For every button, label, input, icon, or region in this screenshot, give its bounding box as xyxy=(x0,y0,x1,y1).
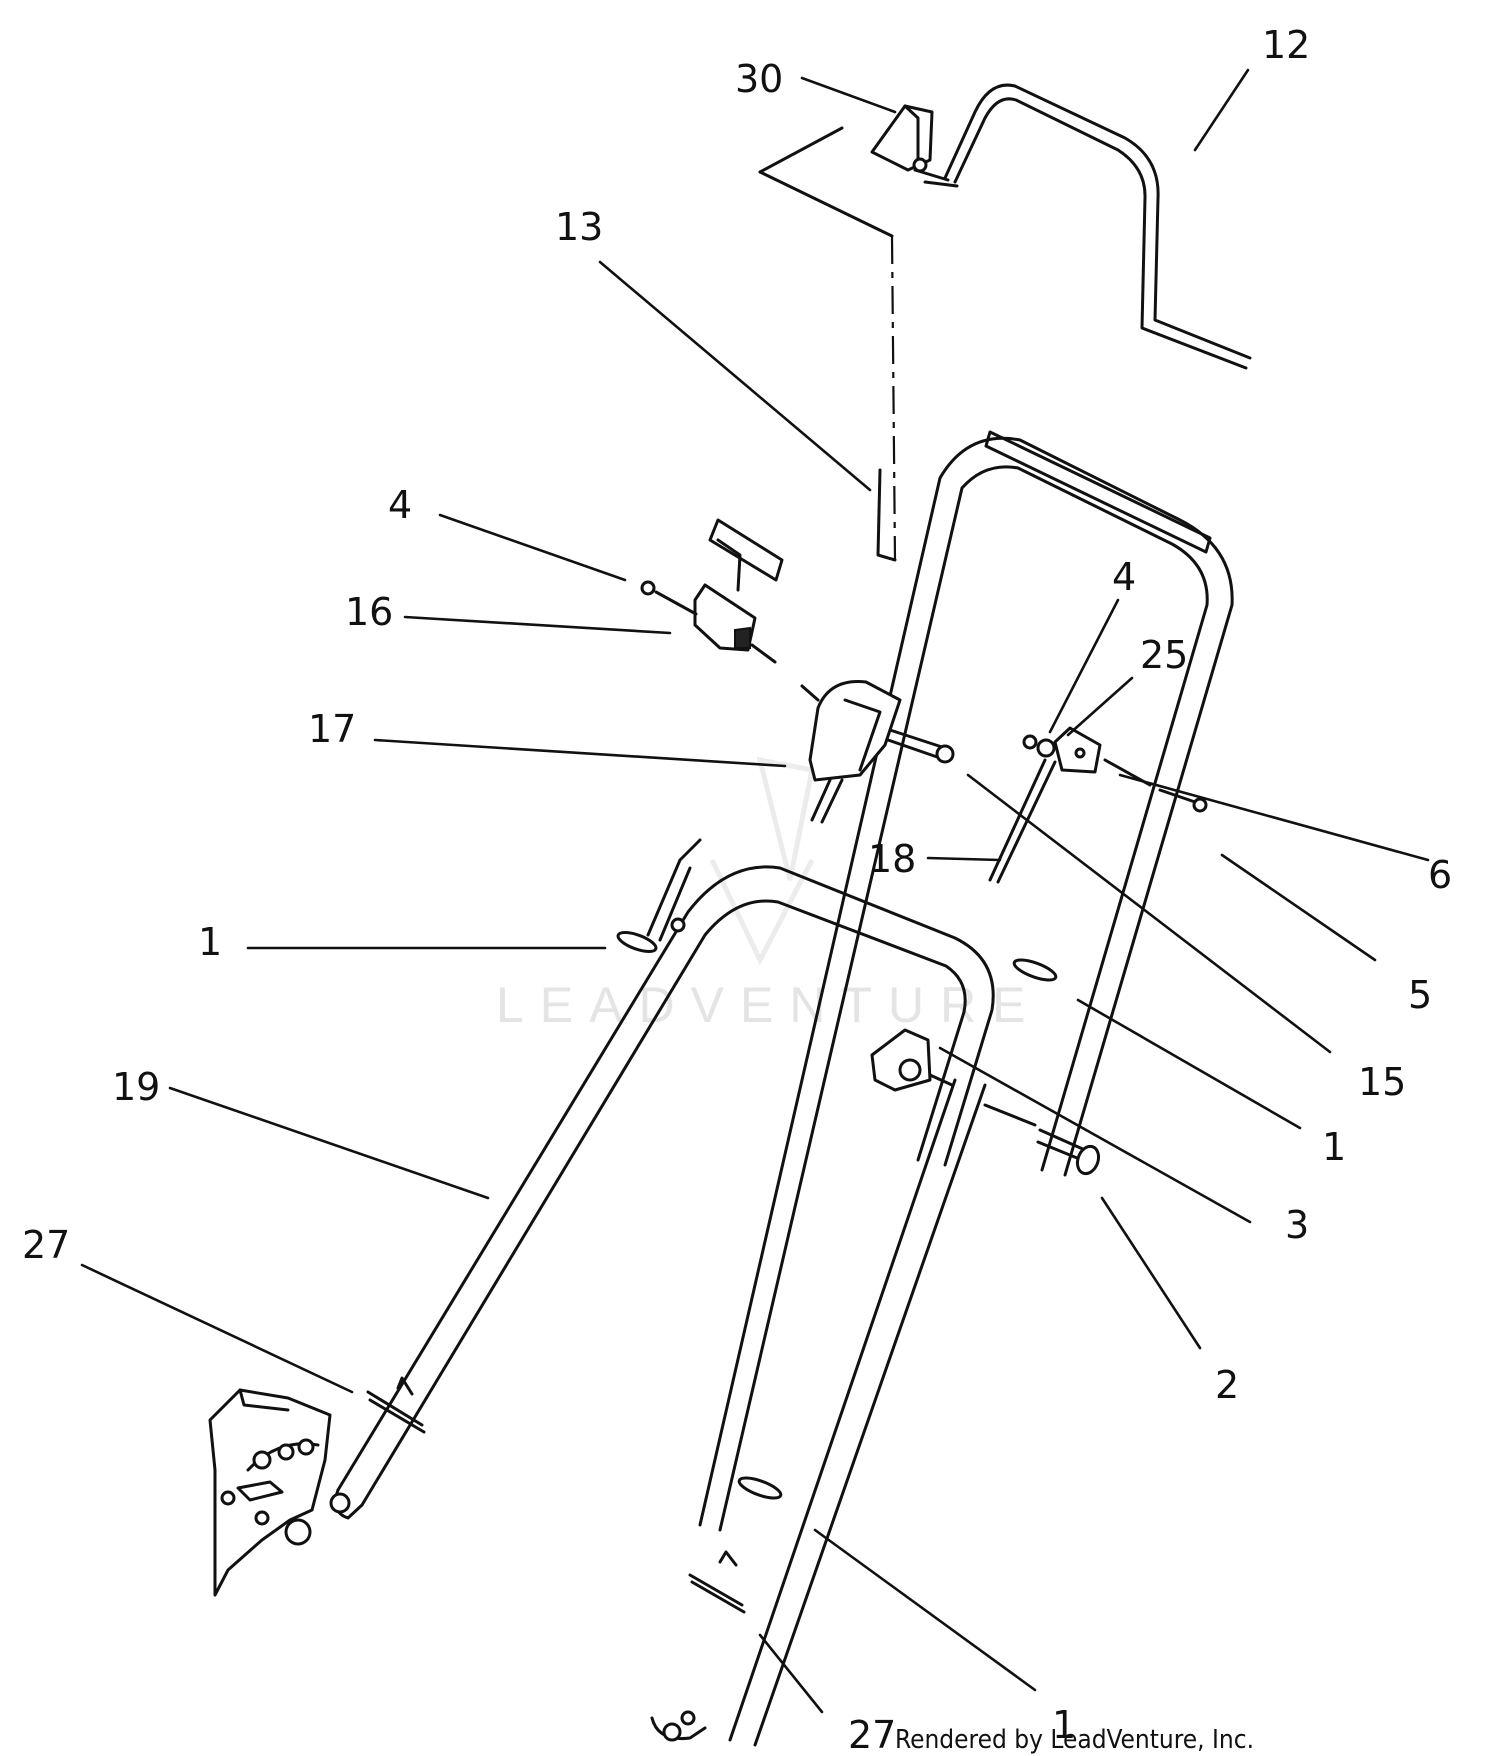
handle-knob xyxy=(870,1028,954,1092)
callout-5: 5 xyxy=(1408,973,1432,1017)
callout-1-left: 1 xyxy=(198,920,222,964)
callout-6: 6 xyxy=(1428,853,1452,897)
cable-guide xyxy=(800,680,902,824)
throttle-control xyxy=(640,518,784,664)
cable-clamp xyxy=(1022,726,1152,787)
cable-ties xyxy=(616,931,1058,1500)
bail-bracket xyxy=(870,104,934,173)
cable-routing xyxy=(646,838,702,942)
callout-12: 12 xyxy=(1262,23,1310,67)
mounting-bracket xyxy=(208,1388,332,1597)
callout-3: 3 xyxy=(1285,1203,1309,1247)
screw-5 xyxy=(1158,788,1208,813)
control-panel-phantom xyxy=(758,126,897,562)
callout-17: 17 xyxy=(308,707,356,751)
lower-handle-right-tube xyxy=(650,1078,987,1747)
callout-13: 13 xyxy=(555,205,603,249)
watermark-text: LEADVENTURE xyxy=(496,977,1042,1033)
callout-4-right: 4 xyxy=(1112,555,1136,599)
spacers xyxy=(366,1390,746,1614)
credit-text: Rendered by LeadVenture, Inc. xyxy=(895,1725,1254,1755)
leader-lines xyxy=(80,68,1430,1714)
callout-27-bottom: 27 xyxy=(848,1713,896,1756)
watermark: LEADVENTURE xyxy=(496,756,1042,1033)
callout-25: 25 xyxy=(1140,633,1188,677)
lower-handle xyxy=(329,865,995,1520)
callout-30: 30 xyxy=(735,57,783,101)
callout-18: 18 xyxy=(868,837,916,881)
callout-19: 19 xyxy=(112,1065,160,1109)
callout-labels: 30 12 13 4 16 4 25 17 18 6 1 5 15 19 1 3… xyxy=(22,23,1452,1756)
callout-1-right: 1 xyxy=(1322,1125,1346,1169)
bolt-15 xyxy=(886,728,955,764)
callout-15: 15 xyxy=(1358,1060,1406,1104)
carriage-bolt xyxy=(983,1103,1101,1176)
callout-2: 2 xyxy=(1215,1363,1239,1407)
upper-handle xyxy=(698,430,1234,1532)
callout-27-left: 27 xyxy=(22,1223,70,1267)
cable-18 xyxy=(988,758,1057,884)
callout-4-upper: 4 xyxy=(388,483,412,527)
callout-16: 16 xyxy=(345,590,393,634)
bail-handle xyxy=(913,83,1252,370)
callout-1-bottom: 1 xyxy=(1052,1703,1076,1747)
